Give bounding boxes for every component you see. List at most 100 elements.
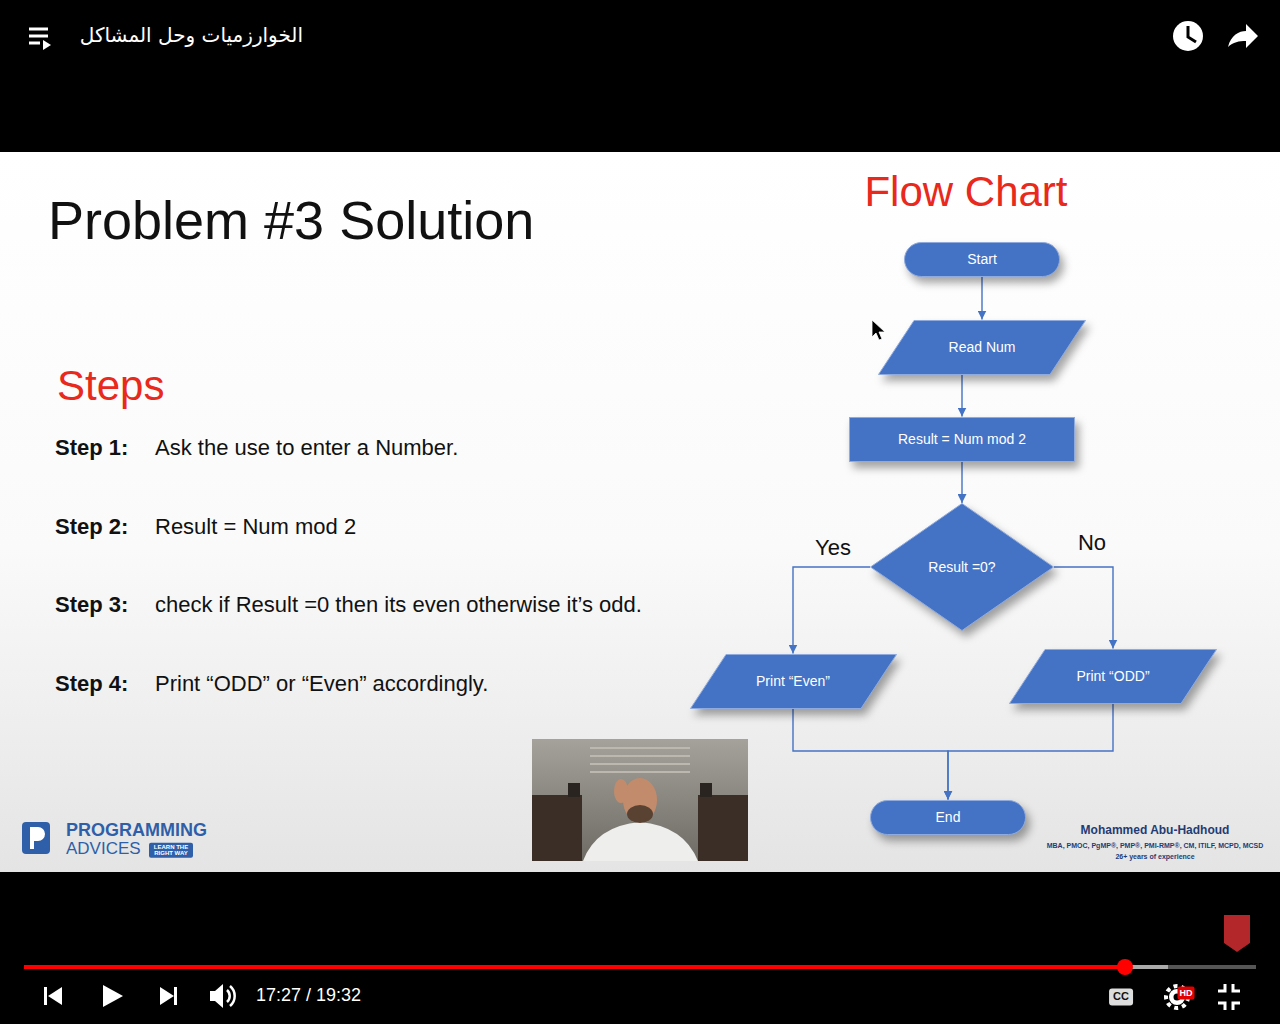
node-text: End: [936, 809, 961, 826]
blind-slat: [590, 755, 690, 757]
step-text: Print “ODD” or “Even” accordingly.: [155, 671, 488, 697]
play-icon: [103, 985, 123, 1007]
branch-label: No: [1078, 530, 1106, 556]
node-label: Print “ODD”: [1076, 668, 1149, 685]
logo-icon: [22, 822, 50, 854]
branch-label: Yes: [815, 535, 851, 561]
icon-line: [29, 42, 40, 45]
io-shape: [690, 654, 896, 708]
previous-icon: [48, 987, 62, 1005]
step-number: Step 2:: [55, 514, 128, 540]
flow-arrow: [793, 567, 870, 654]
flow-arrow: [1054, 567, 1113, 649]
person-beard: [627, 805, 653, 823]
volume-icon: [227, 986, 235, 1006]
process-shape: [850, 417, 1075, 461]
node-text: Read Num: [949, 339, 1016, 356]
node-text: Start: [967, 251, 997, 268]
playlist-icon: [29, 29, 48, 43]
node-text: Print “ODD”: [1076, 668, 1149, 685]
logo-wordmark: ADVICES: [66, 839, 141, 859]
step-text: check if Result =0 then its even otherwi…: [155, 592, 642, 618]
watch-later-icon: [1173, 21, 1203, 51]
node-text: Result =0?: [928, 559, 995, 576]
person-shirt: [583, 822, 698, 861]
cabinet: [532, 795, 582, 861]
watch-later-icon: [1188, 26, 1196, 42]
share-icon: [1228, 24, 1258, 48]
previous-icon: [44, 987, 47, 1005]
volume-icon: [210, 984, 223, 1008]
cabinet: [698, 795, 748, 861]
blind-slat: [590, 763, 690, 765]
slide-ground: [0, 152, 1280, 872]
step-text: Ask the use to enter a Number.: [155, 435, 458, 461]
window-blinds: [590, 748, 690, 772]
top-bar: [0, 0, 1280, 152]
hd-badge: HD: [1178, 987, 1195, 1000]
next-icon: [160, 987, 174, 1005]
node-label: Print “Even”: [756, 673, 830, 690]
node-label: Result =0?: [928, 559, 995, 576]
terminal-shape: [905, 242, 1060, 276]
video-title: الخوارزميات وحل المشاكل: [80, 23, 303, 47]
node-label: Result = Num mod 2: [898, 431, 1026, 448]
node-text: Print “Even”: [756, 673, 830, 690]
node-label: End: [936, 809, 961, 826]
io-shape: [879, 320, 1086, 374]
flow-arrow: [948, 704, 1113, 800]
blind-slat: [590, 771, 690, 773]
person-hand: [614, 779, 628, 803]
step-number: Step 3:: [55, 592, 128, 618]
mouse-cursor: [872, 320, 885, 340]
terminal-shape: [871, 800, 1026, 834]
start-terminal: Start: [904, 242, 1060, 277]
flow-arrow: [793, 709, 948, 800]
slide-title: Problem #3 Solution: [48, 188, 534, 253]
step-number: Step 1:: [55, 435, 128, 461]
author-name: Mohammed Abu-Hadhoud: [1081, 823, 1230, 837]
input-parallelogram: Read Num: [878, 320, 1086, 375]
decision-shape: [871, 504, 1054, 631]
subscribe-badge: [1224, 915, 1250, 952]
statue: [568, 783, 580, 797]
person-head: [623, 778, 657, 822]
section-heading: Steps: [57, 361, 164, 411]
flow-arrow: [961, 462, 962, 504]
output-parallelogram: Print “ODD”: [1009, 649, 1217, 704]
captions-icon: CC: [1109, 988, 1133, 1005]
section-heading: Flow Chart: [864, 167, 1067, 217]
statue: [700, 783, 712, 797]
author-experience: 26+ years of experience: [1115, 853, 1194, 861]
control-bar: [0, 872, 1280, 1024]
step-number: Step 4:: [55, 671, 128, 697]
playlist-icon: [43, 40, 51, 50]
progress-played: [24, 965, 1125, 969]
node-text: Result = Num mod 2: [898, 431, 1026, 448]
author-credentials: MBA, PMOC, PgMP®, PMP®, PMI-RMP®, CM, IT…: [1047, 842, 1264, 850]
logo-wordmark: PROGRAMMING: [66, 820, 207, 842]
node-label: Read Num: [949, 339, 1016, 356]
progress-thumb: [1117, 959, 1133, 975]
logo-tagline: LEARN THE RIGHT WAY: [149, 843, 193, 858]
process-box: Result = Num mod 2: [849, 417, 1075, 462]
time-display: 17:27 / 19:32: [256, 985, 361, 1007]
blind-slat: [590, 747, 690, 749]
progress-rest: [1168, 965, 1256, 969]
end-terminal: End: [870, 800, 1026, 835]
next-icon: [174, 987, 177, 1005]
logo-icon: [30, 827, 45, 849]
flow-arrow: [961, 375, 962, 417]
icon-line: [29, 28, 48, 31]
flow-arrow: [981, 277, 982, 320]
exit-fullscreen-icon: [1218, 984, 1240, 1010]
webcam-frame: [532, 739, 748, 861]
output-parallelogram: Print “Even”: [690, 654, 897, 709]
decision-diamond: Result =0?: [870, 503, 1054, 631]
node-label: Start: [967, 251, 997, 268]
